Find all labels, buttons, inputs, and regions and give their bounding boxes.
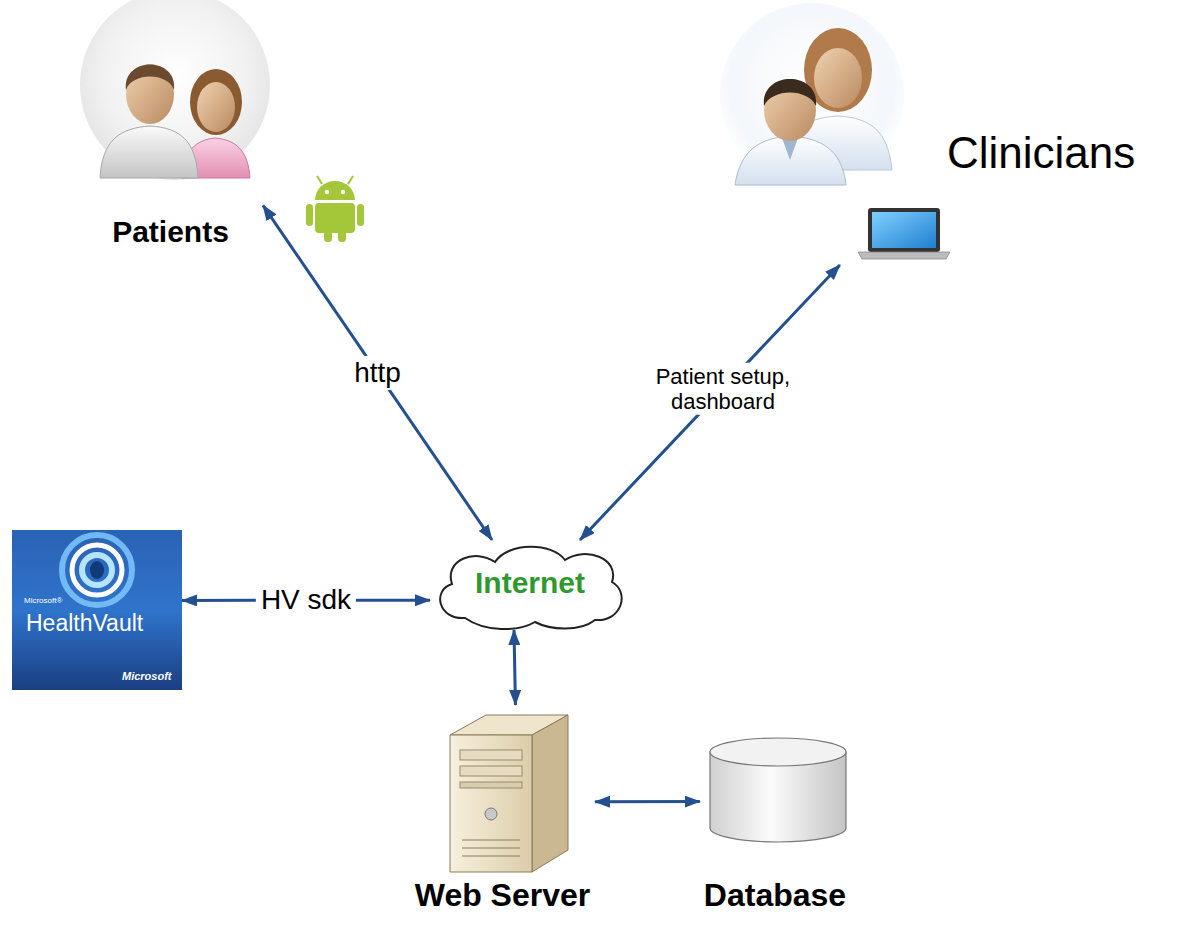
healthvault-box: Microsoft® HealthVaultMicrosoft: [12, 530, 182, 690]
edge-label: HV sdk: [256, 583, 356, 617]
patient-group: Patients: [78, 0, 263, 260]
node-label: Clinicians: [947, 128, 1135, 179]
web-server: Web Server: [410, 705, 595, 920]
android-icon: [306, 176, 364, 242]
node-label: Database: [704, 877, 846, 914]
edge-label: http: [349, 356, 406, 390]
node-label: Microsoft®: [24, 596, 62, 605]
node-sublabel: Microsoft: [122, 670, 172, 683]
connector-arrow: [263, 205, 492, 540]
internet-cloud: Internet: [430, 540, 630, 630]
edge-label: Patient setup, dashboard: [628, 362, 818, 415]
node-label: Patients: [112, 215, 229, 250]
server-icon: [450, 715, 568, 872]
patients-icon: [80, 0, 270, 180]
node-label: Web Server: [415, 877, 591, 914]
clinician-group: Clinicians: [735, 0, 1185, 265]
laptop-icon: [858, 208, 950, 259]
connector-arrow: [580, 265, 840, 540]
node-label: Internet: [475, 566, 585, 601]
connector-arrow: [595, 800, 700, 803]
healthvault-logo: [12, 530, 182, 690]
database: Database: [700, 735, 850, 920]
database-cylinder: [710, 738, 846, 842]
node-sublabel: HealthVault: [26, 610, 143, 636]
clinicians-icon: [720, 3, 904, 187]
connector-arrow: [514, 630, 515, 705]
